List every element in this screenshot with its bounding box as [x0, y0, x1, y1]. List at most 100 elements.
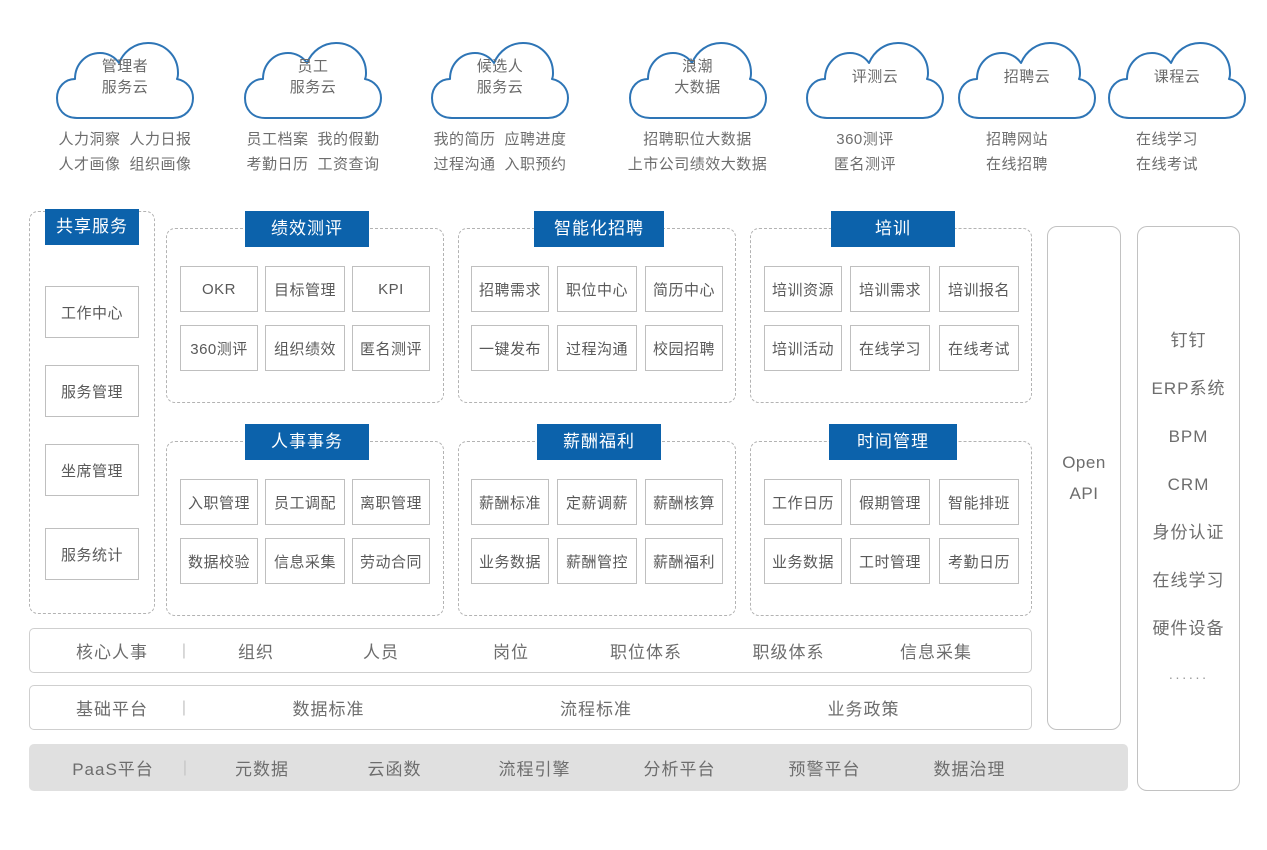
module-cell[interactable]: 培训资源 — [764, 266, 842, 312]
open-api-label: Open API — [1062, 453, 1106, 503]
bar-item[interactable]: 业务政策 — [827, 700, 900, 719]
module-cell[interactable]: 工时管理 — [850, 538, 930, 584]
module-cell[interactable]: 过程沟通 — [557, 325, 637, 371]
module-cell[interactable]: 校园招聘 — [645, 325, 723, 371]
module-cell[interactable]: 员工调配 — [265, 479, 345, 525]
bar-divider: | — [181, 698, 187, 716]
bar-label: 核心人事 — [76, 643, 148, 662]
module-cell[interactable]: 定薪调薪 — [557, 479, 637, 525]
cloud-icon: 浪潮 大数据 — [628, 34, 768, 120]
bar-divider: | — [181, 641, 187, 659]
module-cell[interactable]: 离职管理 — [352, 479, 430, 525]
cloud-item: 在线招聘 — [985, 156, 1048, 173]
module-cell[interactable]: 薪酬标准 — [471, 479, 549, 525]
bar-item[interactable]: 预警平台 — [788, 760, 861, 779]
bar-item[interactable]: 组织 — [238, 643, 274, 662]
panel-integrations[interactable]: 钉钉 ERP系统 BPM CRM 身份认证 在线学习 硬件设备 ······ — [1137, 226, 1240, 791]
bar-item[interactable]: 职位体系 — [610, 643, 682, 662]
cloud-item: 我的简历 — [433, 131, 496, 148]
module-cell[interactable]: 业务数据 — [764, 538, 842, 584]
integration-item[interactable]: 在线学习 — [1152, 570, 1225, 590]
module-cell[interactable]: 培训报名 — [939, 266, 1019, 312]
integration-item-more: ······ — [1168, 668, 1209, 685]
integration-item[interactable]: 身份认证 — [1152, 522, 1225, 542]
cloud-item: 人力日报 — [129, 131, 192, 148]
module-cell[interactable]: 职位中心 — [557, 266, 637, 312]
panel-open-api[interactable]: Open API — [1047, 226, 1121, 730]
module-cell[interactable]: 智能排班 — [939, 479, 1019, 525]
cloud-service-bigdata[interactable]: 浪潮 大数据 招聘职位大数据 上市公司绩效大数据 — [610, 34, 785, 177]
bar-label: PaaS平台 — [72, 760, 154, 779]
shared-item-service-mgmt[interactable]: 服务管理 — [45, 365, 139, 417]
panel-title-time-management: 时间管理 — [829, 424, 957, 460]
cloud-service-course[interactable]: 课程云 在线学习 在线考试 — [1107, 34, 1246, 177]
bar-item[interactable]: 人员 — [363, 643, 399, 662]
bar-item[interactable]: 职级体系 — [752, 643, 825, 662]
module-cell[interactable]: KPI — [352, 266, 430, 312]
module-cell[interactable]: 劳动合同 — [352, 538, 430, 584]
module-cell[interactable]: 培训需求 — [850, 266, 930, 312]
cloud-icon: 课程云 — [1107, 34, 1247, 120]
integration-item[interactable]: 硬件设备 — [1152, 618, 1225, 638]
bar-item[interactable]: 元数据 — [235, 760, 289, 779]
cloud-item-list: 招聘职位大数据 上市公司绩效大数据 — [610, 127, 785, 177]
cloud-item: 匿名测评 — [833, 156, 896, 173]
bar-item[interactable]: 岗位 — [493, 643, 529, 662]
cloud-item: 考勤日历 — [246, 156, 309, 173]
cloud-item: 组织画像 — [129, 156, 192, 173]
cloud-item: 人才画像 — [58, 156, 121, 173]
integration-item[interactable]: BPM — [1168, 426, 1209, 446]
module-cell[interactable]: 工作日历 — [764, 479, 842, 525]
module-cell[interactable]: OKR — [180, 266, 258, 312]
bar-item[interactable]: 信息采集 — [900, 643, 972, 662]
shared-item-service-stats[interactable]: 服务统计 — [45, 528, 139, 580]
cloud-icon: 招聘云 — [957, 34, 1097, 120]
cloud-service-manager[interactable]: 管理者 服务云 人力洞察人力日报 人才画像组织画像 — [50, 34, 200, 177]
module-cell[interactable]: 数据校验 — [180, 538, 258, 584]
module-cell[interactable]: 在线学习 — [850, 325, 930, 371]
panel-title-training: 培训 — [831, 211, 955, 247]
cloud-item-list: 员工档案我的假勤 考勤日历工资查询 — [238, 127, 388, 177]
module-cell[interactable]: 组织绩效 — [265, 325, 345, 371]
bar-item[interactable]: 分析平台 — [643, 760, 716, 779]
bar-item[interactable]: 云函数 — [367, 760, 422, 779]
cloud-item: 入职预约 — [504, 156, 567, 173]
module-cell[interactable]: 招聘需求 — [471, 266, 549, 312]
panel-title-shared-service: 共享服务 — [45, 209, 139, 245]
module-cell[interactable]: 在线考试 — [939, 325, 1019, 371]
module-cell[interactable]: 考勤日历 — [939, 538, 1019, 584]
module-cell[interactable]: 薪酬管控 — [557, 538, 637, 584]
module-cell[interactable]: 入职管理 — [180, 479, 258, 525]
integration-item[interactable]: ERP系统 — [1151, 378, 1226, 398]
module-cell[interactable]: 一键发布 — [471, 325, 549, 371]
bar-item[interactable]: 流程标准 — [560, 700, 632, 719]
module-cell[interactable]: 简历中心 — [645, 266, 723, 312]
panel-title-compensation: 薪酬福利 — [537, 424, 661, 460]
cloud-item-list: 人力洞察人力日报 人才画像组织画像 — [50, 127, 200, 177]
integration-item[interactable]: 钉钉 — [1170, 330, 1207, 350]
module-cell[interactable]: 360测评 — [180, 325, 258, 371]
bar-item[interactable]: 流程引擎 — [498, 760, 571, 779]
module-cell[interactable]: 信息采集 — [265, 538, 345, 584]
cloud-service-recruit[interactable]: 招聘云 招聘网站 在线招聘 — [957, 34, 1096, 177]
shared-item-seat-mgmt[interactable]: 坐席管理 — [45, 444, 139, 496]
integration-item[interactable]: CRM — [1167, 474, 1210, 494]
cloud-service-candidate[interactable]: 候选人 服务云 我的简历应聘进度 过程沟通入职预约 — [425, 34, 575, 177]
cloud-item-list: 在线学习 在线考试 — [1107, 127, 1227, 177]
module-cell[interactable]: 培训活动 — [764, 325, 842, 371]
bar-item[interactable]: 数据标准 — [292, 700, 365, 719]
module-cell[interactable]: 薪酬福利 — [645, 538, 723, 584]
cloud-service-assessment[interactable]: 评测云 360测评 匿名测评 — [805, 34, 944, 177]
module-cell[interactable]: 假期管理 — [850, 479, 930, 525]
module-cell[interactable]: 匿名测评 — [352, 325, 430, 371]
panel-training — [750, 228, 1032, 403]
module-cell[interactable]: 薪酬核算 — [645, 479, 723, 525]
cloud-item-list: 360测评 匿名测评 — [805, 127, 925, 177]
bar-item[interactable]: 数据治理 — [933, 760, 1006, 779]
shared-item-work-center[interactable]: 工作中心 — [45, 286, 139, 338]
module-cell[interactable]: 目标管理 — [265, 266, 345, 312]
cloud-item-list: 招聘网站 在线招聘 — [957, 127, 1077, 177]
bar-paas-platform: PaaS平台 | 元数据 云函数 流程引擎 分析平台 预警平台 数据治理 — [29, 744, 1128, 791]
module-cell[interactable]: 业务数据 — [471, 538, 549, 584]
cloud-service-employee[interactable]: 员工 服务云 员工档案我的假勤 考勤日历工资查询 — [238, 34, 388, 177]
